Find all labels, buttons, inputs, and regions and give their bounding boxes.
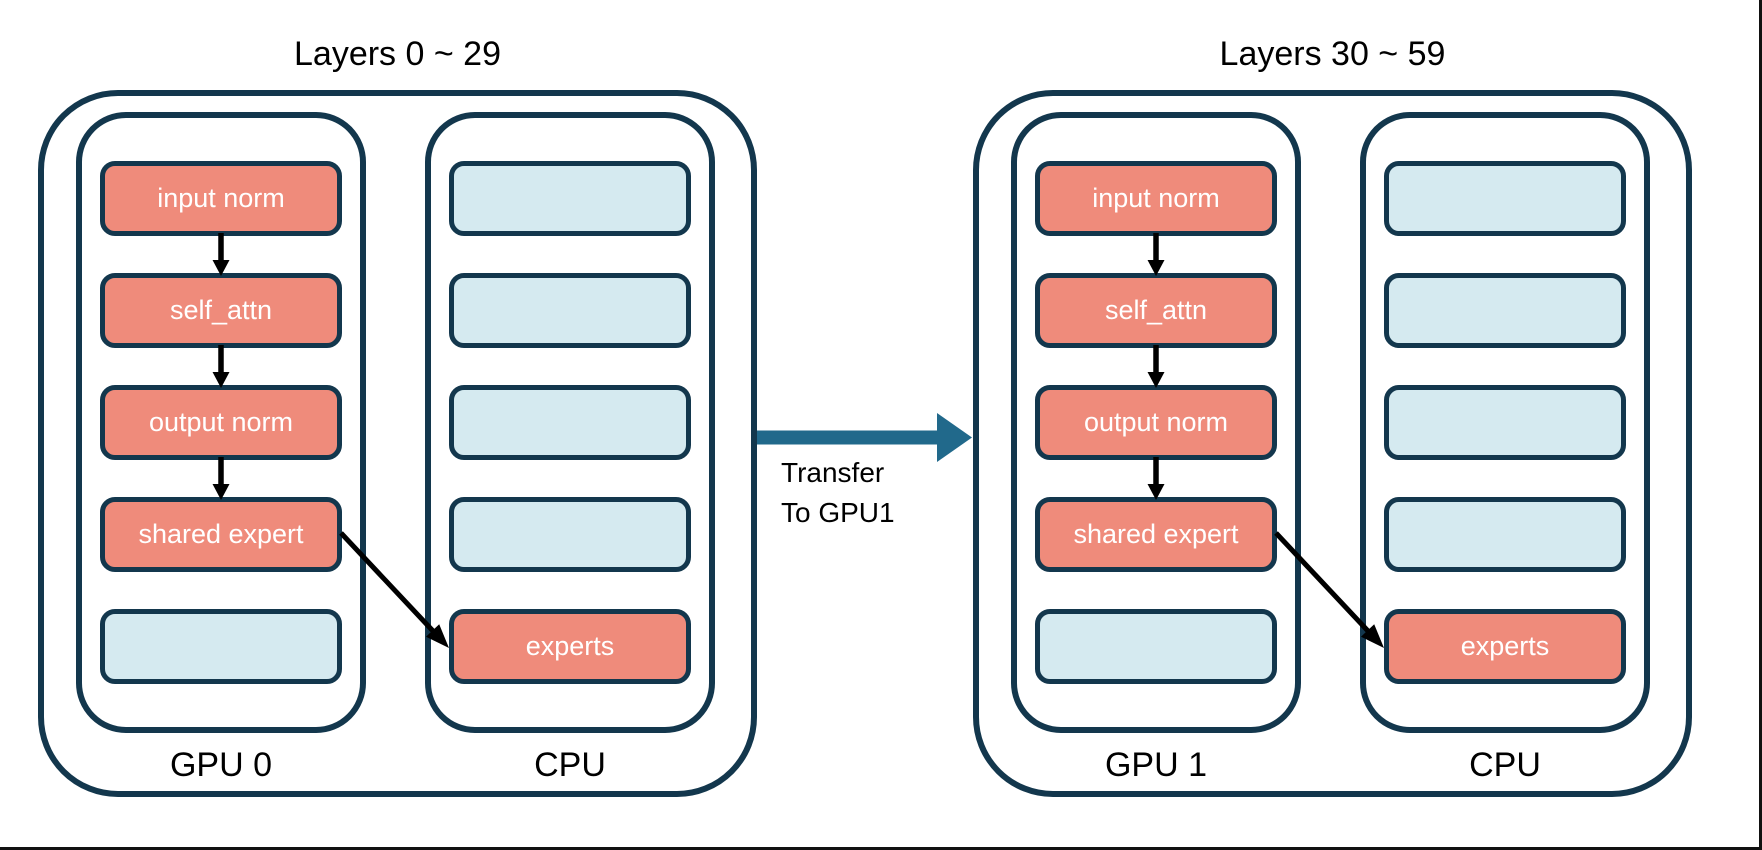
empty-slot: [1384, 497, 1626, 572]
empty-slot: [100, 609, 342, 684]
cpu-label: CPU: [534, 746, 606, 784]
gpu-label: GPU 0: [169, 746, 273, 784]
cpu-column: experts: [1360, 112, 1650, 733]
transfer-label-line1: Transfer: [781, 457, 885, 488]
module-box-input-norm: input norm: [1035, 161, 1277, 236]
empty-slot: [449, 497, 691, 572]
gpu-column: input norm self_attn output norm shared …: [1011, 112, 1301, 733]
gpu-column: input norm self_attn output norm shared …: [76, 112, 366, 733]
flow-down-arrow-icon: [1147, 233, 1165, 276]
layer-group-1: Layers 30 ~ 59 input norm self_attn outp…: [973, 0, 1692, 810]
module-box-output-norm: output norm: [100, 385, 342, 460]
transfer-arrow-icon: [757, 413, 972, 462]
empty-slot: [449, 273, 691, 348]
module-box-output-norm: output norm: [1035, 385, 1277, 460]
empty-slot: [449, 161, 691, 236]
module-box-self-attn: self_attn: [100, 273, 342, 348]
module-box-experts: experts: [449, 609, 691, 684]
module-box-input-norm: input norm: [100, 161, 342, 236]
module-box-self-attn: self_attn: [1035, 273, 1277, 348]
transfer-label: Transfer To GPU1: [781, 453, 951, 533]
empty-slot: [1384, 385, 1626, 460]
module-box-shared-expert: shared expert: [1035, 497, 1277, 572]
empty-slot: [449, 385, 691, 460]
empty-slot: [1035, 609, 1277, 684]
flow-down-arrow-icon: [212, 457, 230, 500]
cpu-label: CPU: [1469, 746, 1541, 784]
group-container: input norm self_attn output norm shared …: [973, 90, 1692, 797]
group-title: Layers 30 ~ 59: [1219, 35, 1446, 73]
layer-group-0: Layers 0 ~ 29 input norm self_attn outpu…: [38, 0, 757, 810]
cpu-column: experts: [425, 112, 715, 733]
flow-down-arrow-icon: [212, 345, 230, 388]
module-box-experts: experts: [1384, 609, 1626, 684]
group-title: Layers 0 ~ 29: [294, 35, 501, 73]
transfer-label-line2: To GPU1: [781, 497, 895, 528]
empty-slot: [1384, 273, 1626, 348]
module-box-shared-expert: shared expert: [100, 497, 342, 572]
empty-slot: [1384, 161, 1626, 236]
flow-down-arrow-icon: [1147, 457, 1165, 500]
flow-down-arrow-icon: [1147, 345, 1165, 388]
group-container: input norm self_attn output norm shared …: [38, 90, 757, 797]
flow-down-arrow-icon: [212, 233, 230, 276]
gpu-label: GPU 1: [1104, 746, 1208, 784]
